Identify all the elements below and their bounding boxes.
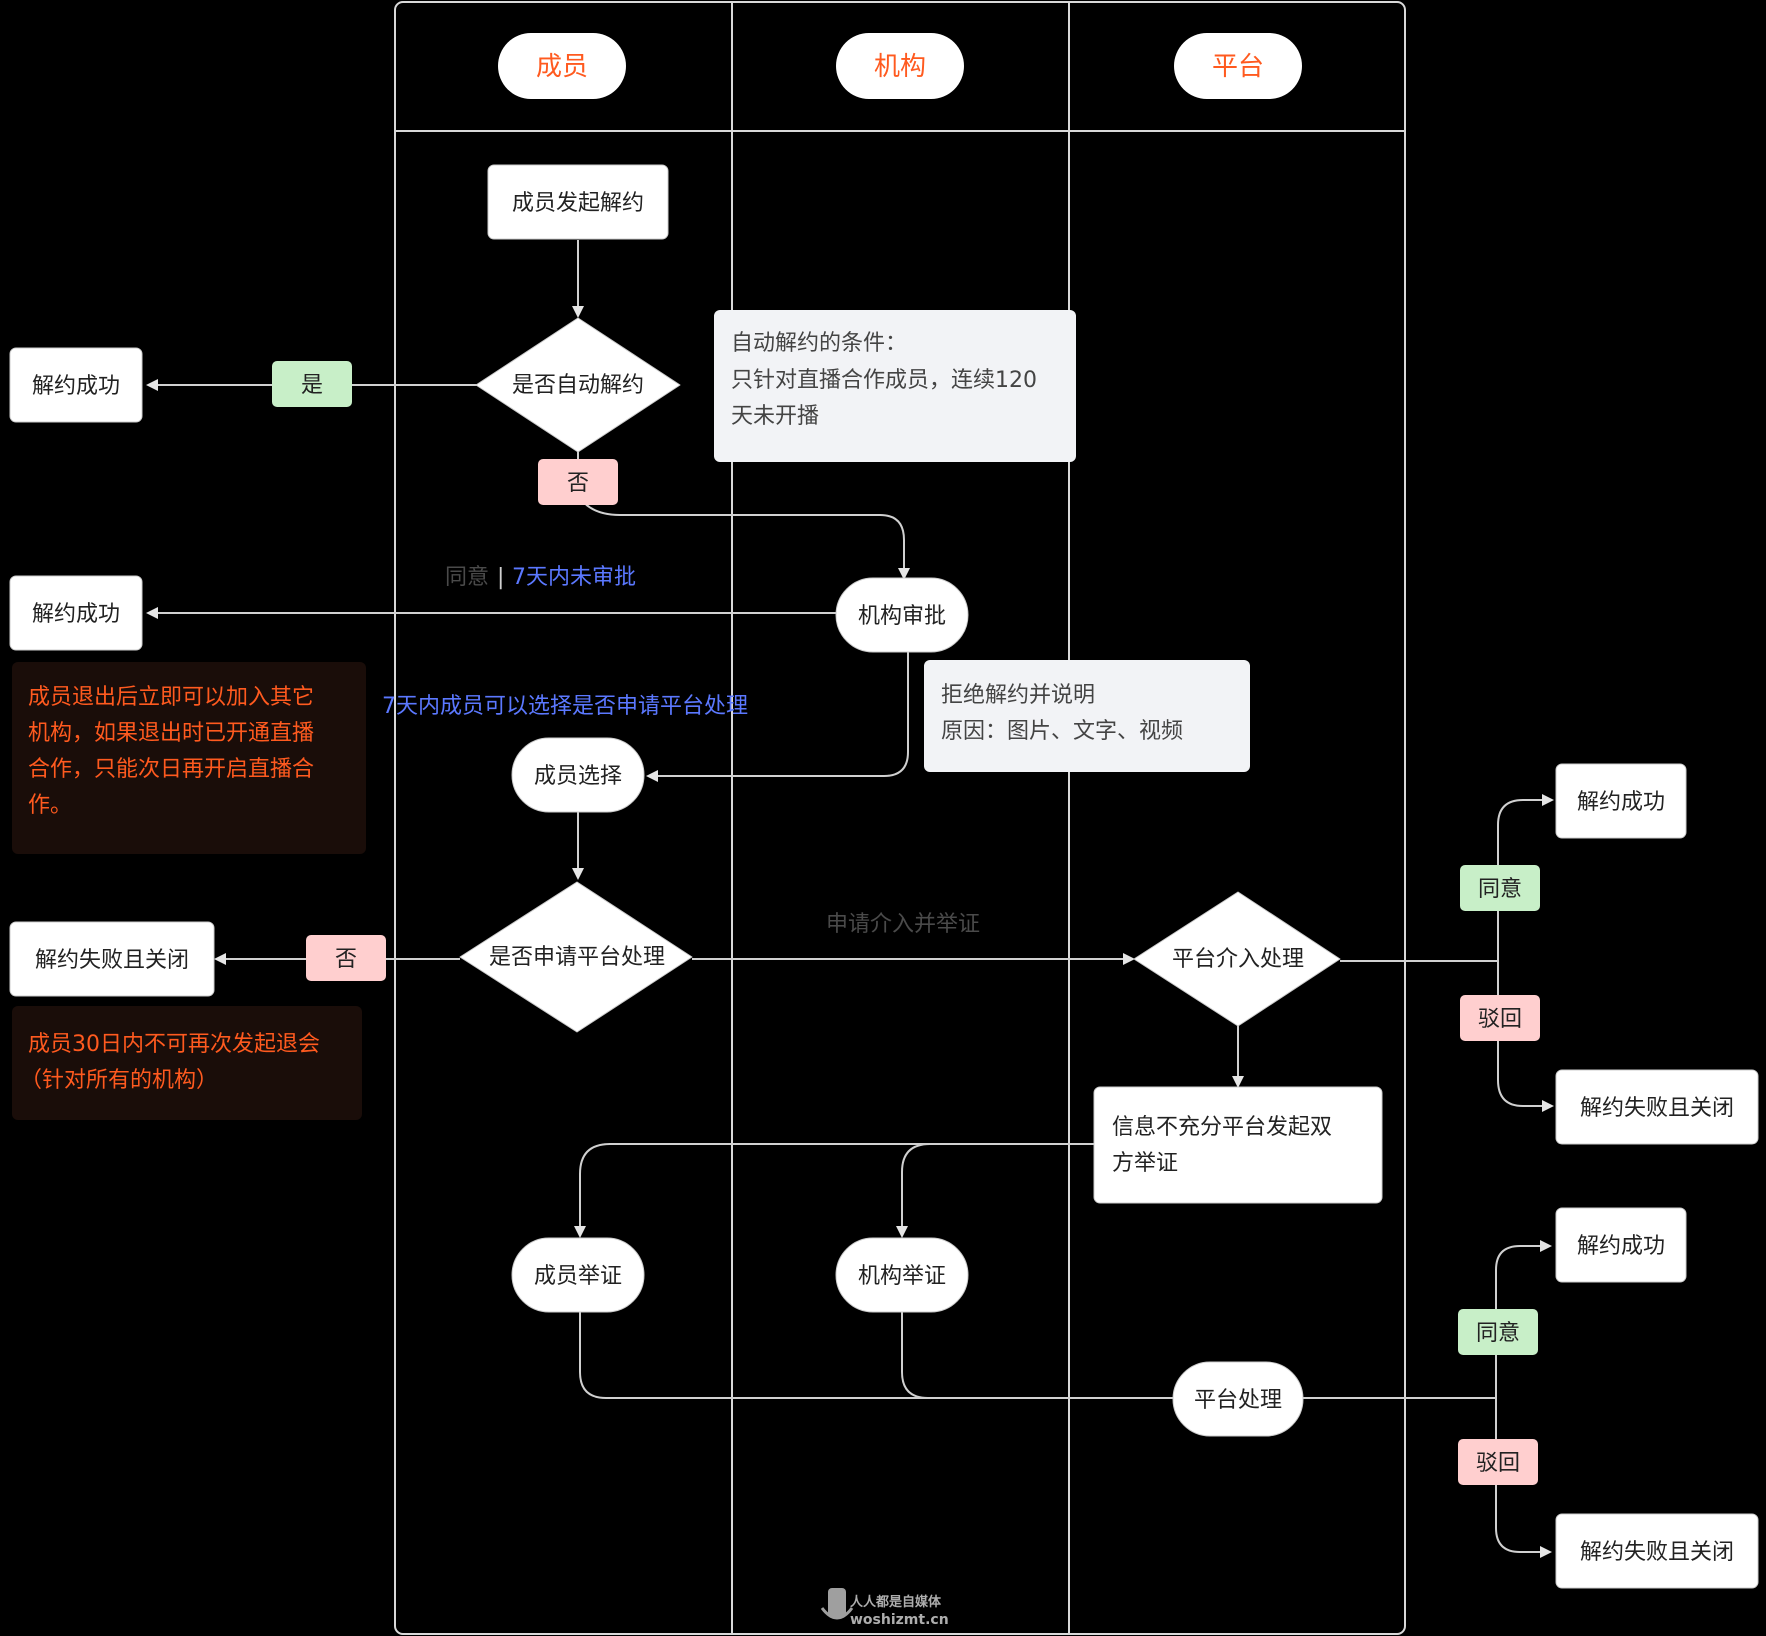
svg-text:天未开播: 天未开播 bbox=[731, 404, 819, 429]
svg-text:成员退出后立即可以加入其它: 成员退出后立即可以加入其它 bbox=[28, 685, 314, 710]
edge-org-to-handle bbox=[901, 1312, 1175, 1399]
svg-text:是否申请平台处理: 是否申请平台处理 bbox=[489, 945, 665, 970]
node-org-evidence: 机构举证 bbox=[835, 1237, 969, 1313]
svg-text:解约失败且关闭: 解约失败且关闭 bbox=[35, 948, 189, 973]
node-apply-decision: 是否申请平台处理 bbox=[459, 881, 693, 1033]
note-after-exit: 成员退出后立即可以加入其它 机构，如果退出时已开通直播 合作，只能次日再开启直播… bbox=[12, 662, 366, 854]
svg-text:拒绝解约并说明: 拒绝解约并说明 bbox=[941, 683, 1095, 708]
note-no-rejoin: 成员30日内不可再次发起退会 （针对所有的机构） bbox=[12, 1006, 362, 1120]
svg-text:原因：图片、文字、视频: 原因：图片、文字、视频 bbox=[941, 719, 1183, 744]
svg-text:否: 否 bbox=[335, 947, 357, 972]
node-success-2: 解约成功 bbox=[9, 575, 143, 651]
svg-text:平台介入处理: 平台介入处理 bbox=[1172, 947, 1304, 972]
edge-intervene-agree bbox=[1497, 794, 1554, 961]
svg-text:解约成功: 解约成功 bbox=[32, 374, 120, 399]
node-platform-intervene: 平台介入处理 bbox=[1133, 891, 1341, 1027]
svg-text:成员30日内不可再次发起退会: 成员30日内不可再次发起退会 bbox=[28, 1032, 320, 1057]
edge-handle-reject bbox=[1495, 1398, 1552, 1558]
node-fail-close-3: 解约失败且关闭 bbox=[1555, 1513, 1759, 1589]
svg-text:成员选择: 成员选择 bbox=[534, 764, 622, 789]
svg-text:成员: 成员 bbox=[536, 52, 588, 82]
badge-no-auto: 否 bbox=[538, 459, 618, 505]
badge-agree-1: 同意 bbox=[1460, 865, 1540, 911]
note-reject-reason: 拒绝解约并说明 原因：图片、文字、视频 bbox=[924, 660, 1250, 772]
svg-text:机构举证: 机构举证 bbox=[858, 1264, 946, 1289]
node-success-1: 解约成功 bbox=[9, 347, 143, 423]
svg-text:是否自动解约: 是否自动解约 bbox=[512, 373, 644, 398]
svg-text:解约失败且关闭: 解约失败且关闭 bbox=[1580, 1096, 1734, 1121]
edge-approval-reject bbox=[646, 650, 909, 782]
svg-text:同意: 同意 bbox=[1478, 877, 1522, 902]
svg-text:解约失败且关闭: 解约失败且关闭 bbox=[1580, 1540, 1734, 1565]
edge-label-agree: 同意 bbox=[445, 565, 489, 590]
node-success-3: 解约成功 bbox=[1555, 763, 1687, 839]
node-member-initiate: 成员发起解约 bbox=[487, 164, 669, 240]
edges bbox=[146, 240, 1554, 1558]
lane-header-member: 成员 bbox=[498, 33, 626, 99]
svg-text:woshizmt.cn: woshizmt.cn bbox=[850, 1612, 949, 1628]
badge-reject-2: 驳回 bbox=[1458, 1439, 1538, 1485]
edge-label-7days-choose: 7天内成员可以选择是否申请平台处理 bbox=[382, 694, 748, 719]
lane-header-platform: 平台 bbox=[1174, 33, 1302, 99]
node-fail-close-2: 解约失败且关闭 bbox=[1555, 1069, 1759, 1145]
badge-yes: 是 bbox=[272, 361, 352, 407]
svg-text:作。: 作。 bbox=[28, 793, 72, 818]
svg-text:平台处理: 平台处理 bbox=[1194, 1388, 1282, 1413]
svg-text:解约成功: 解约成功 bbox=[1577, 790, 1665, 815]
node-member-choice: 成员选择 bbox=[511, 737, 645, 813]
edge-intervene-reject bbox=[1497, 961, 1554, 1112]
node-org-approval: 机构审批 bbox=[835, 577, 969, 653]
svg-text:驳回: 驳回 bbox=[1476, 1451, 1520, 1476]
node-auto-decision: 是否自动解约 bbox=[475, 317, 681, 453]
note-auto-condition: 自动解约的条件： 只针对直播合作成员，连续120 天未开播 bbox=[714, 310, 1076, 462]
badge-no-apply: 否 bbox=[306, 935, 386, 981]
node-fail-close-1: 解约失败且关闭 bbox=[9, 921, 215, 997]
svg-text:成员举证: 成员举证 bbox=[534, 1264, 622, 1289]
swimlane-frame bbox=[394, 1, 1406, 1635]
svg-text:机构审批: 机构审批 bbox=[858, 604, 946, 629]
edge-label-7days-unapproved: 7天内未审批 bbox=[512, 565, 636, 590]
svg-text:平台: 平台 bbox=[1212, 52, 1264, 82]
node-platform-handle: 平台处理 bbox=[1172, 1361, 1304, 1437]
svg-text:机构: 机构 bbox=[874, 52, 926, 82]
watermark-logo-icon bbox=[820, 1588, 854, 1620]
edge-label-apply-intervene: 申请介入并举证 bbox=[826, 912, 980, 937]
edge-handle-agree bbox=[1495, 1240, 1552, 1398]
node-member-evidence: 成员举证 bbox=[511, 1237, 645, 1313]
svg-text:成员发起解约: 成员发起解约 bbox=[512, 191, 644, 216]
svg-text:同意: 同意 bbox=[1476, 1321, 1520, 1346]
svg-text:自动解约的条件：: 自动解约的条件： bbox=[731, 331, 907, 356]
node-platform-evidence: 信息不充分平台发起双 方举证 bbox=[1093, 1086, 1383, 1204]
watermark: 人人都是自媒体 woshizmt.cn bbox=[820, 1588, 949, 1628]
svg-text:解约成功: 解约成功 bbox=[32, 602, 120, 627]
svg-text:人人都是自媒体: 人人都是自媒体 bbox=[850, 1594, 942, 1610]
badge-reject-1: 驳回 bbox=[1460, 995, 1540, 1041]
edge-evidence-to-org bbox=[896, 1143, 1095, 1238]
badge-agree-2: 同意 bbox=[1458, 1309, 1538, 1355]
svg-text:解约成功: 解约成功 bbox=[1577, 1234, 1665, 1259]
svg-text:方举证: 方举证 bbox=[1112, 1151, 1178, 1176]
svg-text:只针对直播合作成员，连续120: 只针对直播合作成员，连续120 bbox=[731, 368, 1037, 393]
edge-member-to-handle bbox=[579, 1312, 1175, 1399]
node-success-4: 解约成功 bbox=[1555, 1207, 1687, 1283]
edge-evidence-to-member bbox=[574, 1143, 1095, 1238]
svg-text:否: 否 bbox=[567, 471, 589, 496]
svg-text:机构，如果退出时已开通直播: 机构，如果退出时已开通直播 bbox=[28, 721, 314, 746]
svg-text:信息不充分平台发起双: 信息不充分平台发起双 bbox=[1112, 1115, 1332, 1140]
svg-text:驳回: 驳回 bbox=[1478, 1007, 1522, 1032]
svg-text:是: 是 bbox=[301, 373, 323, 398]
svg-text:合作，只能次日再开启直播合: 合作，只能次日再开启直播合 bbox=[28, 757, 314, 782]
edge-label-separator: | bbox=[497, 565, 504, 590]
svg-text:（针对所有的机构）: （针对所有的机构） bbox=[20, 1068, 218, 1093]
lane-header-org: 机构 bbox=[836, 33, 964, 99]
